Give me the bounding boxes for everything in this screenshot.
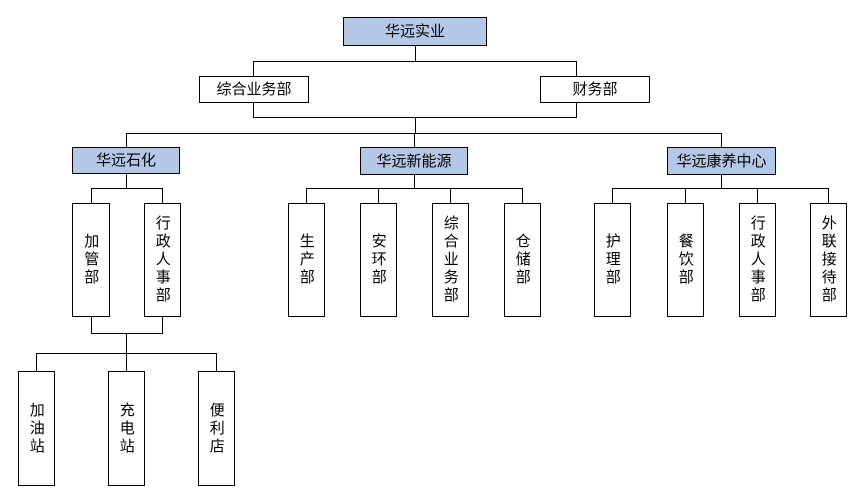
connector-line [126, 333, 127, 354]
connector-line [162, 188, 163, 203]
node-warehouse-dept[interactable]: 仓储部 [504, 203, 541, 317]
node-safety-env-dept[interactable]: 安环部 [360, 203, 397, 317]
connector-line [126, 133, 127, 148]
connector-line [91, 333, 163, 334]
node-huayuan-wellness-center[interactable]: 华远康养中心 [667, 147, 776, 175]
connector-line [36, 353, 37, 371]
node-huayuan-petrochemical[interactable]: 华远石化 [72, 147, 180, 174]
connector-line [91, 317, 92, 334]
connector-line [91, 188, 163, 189]
connector-line [721, 133, 722, 148]
node-general-business-dept-energy[interactable]: 综合业务部 [432, 203, 469, 317]
node-gas-management-dept[interactable]: 加管部 [72, 203, 110, 317]
node-production-dept[interactable]: 生产部 [288, 203, 325, 317]
node-huayuan-group[interactable]: 华远实业 [343, 17, 487, 46]
connector-line [414, 133, 415, 148]
connector-line [685, 188, 686, 203]
connector-line [126, 133, 722, 134]
connector-line [216, 353, 217, 371]
node-general-business-dept[interactable]: 综合业务部 [199, 76, 309, 103]
connector-line [415, 46, 416, 62]
node-convenience-store[interactable]: 便利店 [198, 371, 235, 486]
connector-line [828, 188, 829, 203]
connector-line [450, 188, 451, 203]
node-nursing-dept[interactable]: 护理部 [594, 203, 631, 317]
node-admin-hr-dept-petro[interactable]: 行政人事部 [144, 203, 181, 317]
connector-line [126, 353, 127, 371]
connector-line [415, 117, 416, 134]
connector-line [414, 174, 415, 189]
connector-line [253, 61, 577, 62]
connector-line [126, 173, 127, 189]
connector-line [522, 188, 523, 203]
connector-line [306, 188, 523, 189]
node-gas-station[interactable]: 加油站 [18, 371, 55, 486]
node-charging-station[interactable]: 充电站 [108, 371, 145, 486]
connector-line [91, 188, 92, 203]
connector-line [757, 188, 758, 203]
node-catering-dept[interactable]: 餐饮部 [667, 203, 704, 317]
connector-line [612, 188, 829, 189]
connector-line [306, 188, 307, 203]
connector-line [162, 317, 163, 334]
node-huayuan-new-energy[interactable]: 华远新能源 [360, 147, 468, 175]
node-finance-dept[interactable]: 财务部 [540, 76, 650, 103]
connector-line [721, 174, 722, 189]
connector-line [378, 188, 379, 203]
node-admin-hr-dept-wellness[interactable]: 行政人事部 [739, 203, 776, 317]
connector-line [612, 188, 613, 203]
node-external-liaison-dept[interactable]: 外联接待部 [810, 203, 847, 317]
